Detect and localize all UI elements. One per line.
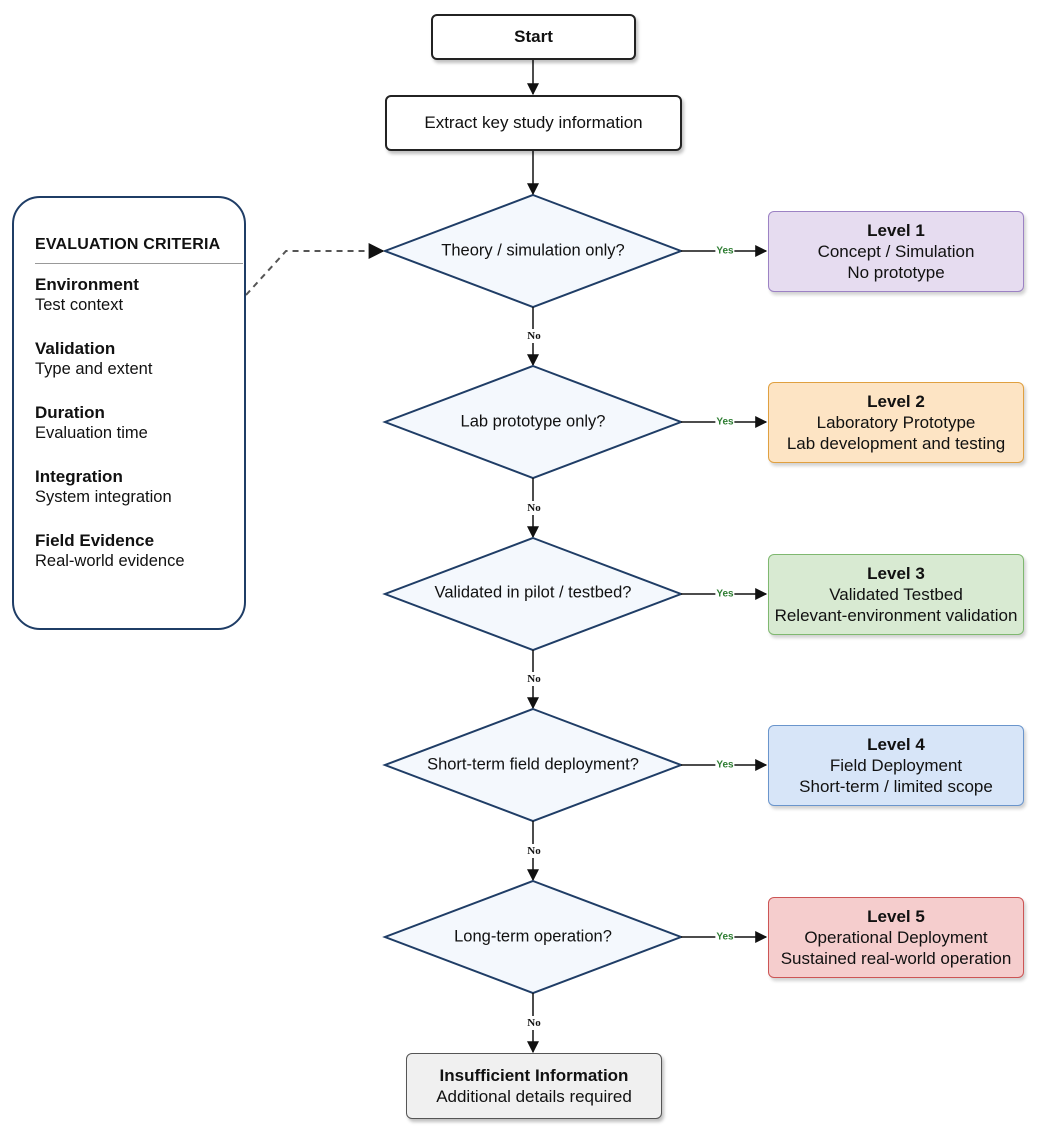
criteria-link-dashed [245, 243, 385, 296]
level-5-title: Level 5 [867, 907, 925, 926]
no-label-3: No [526, 672, 542, 686]
level-4-desc: Short-term / limited scope [799, 777, 993, 796]
no-label-1: No [526, 329, 542, 343]
yes-label-1: Yes [715, 245, 735, 257]
yes-label-2: Yes [715, 416, 735, 428]
level-4-title: Level 4 [867, 735, 925, 754]
level-5-box: Level 5 Operational Deployment Sustained… [768, 897, 1024, 978]
decision-label-2: Lab prototype only? [460, 412, 606, 431]
decision-label-5: Long-term operation? [454, 927, 612, 946]
extract-label: Extract key study information [424, 113, 643, 132]
decision-label-1: Theory / simulation only? [441, 241, 625, 260]
yes-label-5: Yes [715, 931, 735, 943]
criteria-name: Field Evidence [35, 531, 155, 550]
criteria-item-integration: Integration System integration [35, 466, 244, 508]
level-2-box: Level 2 Laboratory Prototype Lab develop… [768, 382, 1024, 463]
level-2-desc: Lab development and testing [786, 434, 1006, 453]
decision-label-3: Validated in pilot / testbed? [434, 583, 632, 602]
yes-label-4: Yes [715, 759, 735, 771]
criteria-heading: EVALUATION CRITERIA [35, 236, 221, 253]
start-label: Start [514, 27, 553, 46]
level-1-title: Level 1 [867, 221, 925, 240]
level-3-desc: Relevant-environment validation [774, 606, 1018, 625]
no-label-5: No [526, 1016, 542, 1030]
evaluation-criteria-panel: EVALUATION CRITERIA Environment Test con… [12, 196, 246, 630]
criteria-divider [35, 263, 243, 264]
level-5-desc: Sustained real-world operation [780, 949, 1012, 968]
start-node: Start [431, 14, 636, 60]
criteria-name: Validation [35, 339, 116, 358]
level-5-name: Operational Deployment [804, 928, 988, 947]
criteria-desc: Test context [35, 296, 124, 314]
insufficient-title: Insufficient Information [439, 1066, 629, 1085]
level-3-box: Level 3 Validated Testbed Relevant-envir… [768, 554, 1024, 635]
criteria-item-environment: Environment Test context [35, 274, 244, 316]
level-4-box: Level 4 Field Deployment Short-term / li… [768, 725, 1024, 806]
level-2-name: Laboratory Prototype [816, 413, 976, 432]
extract-node: Extract key study information [385, 95, 682, 151]
criteria-desc: Real-world evidence [35, 552, 185, 570]
criteria-item-field-evidence: Field Evidence Real-world evidence [35, 530, 244, 572]
no-label-2: No [526, 501, 542, 515]
insufficient-info-node: Insufficient Information Additional deta… [406, 1053, 662, 1119]
criteria-desc: System integration [35, 488, 172, 506]
criteria-item-duration: Duration Evaluation time [35, 402, 244, 444]
criteria-name: Duration [35, 403, 105, 422]
criteria-desc: Type and extent [35, 360, 153, 378]
level-4-name: Field Deployment [829, 756, 963, 775]
criteria-name: Environment [35, 275, 139, 294]
level-1-box: Level 1 Concept / Simulation No prototyp… [768, 211, 1024, 292]
level-1-name: Concept / Simulation [817, 242, 975, 261]
insufficient-subtitle: Additional details required [436, 1087, 632, 1106]
criteria-name: Integration [35, 467, 123, 486]
no-label-4: No [526, 844, 542, 858]
criteria-item-validation: Validation Type and extent [35, 338, 244, 380]
decision-label-4: Short-term field deployment? [427, 755, 639, 774]
yes-label-3: Yes [715, 588, 735, 600]
level-1-desc: No prototype [847, 263, 945, 282]
criteria-desc: Evaluation time [35, 424, 148, 442]
level-2-title: Level 2 [867, 392, 925, 411]
level-3-name: Validated Testbed [829, 585, 963, 604]
level-3-title: Level 3 [867, 564, 925, 583]
